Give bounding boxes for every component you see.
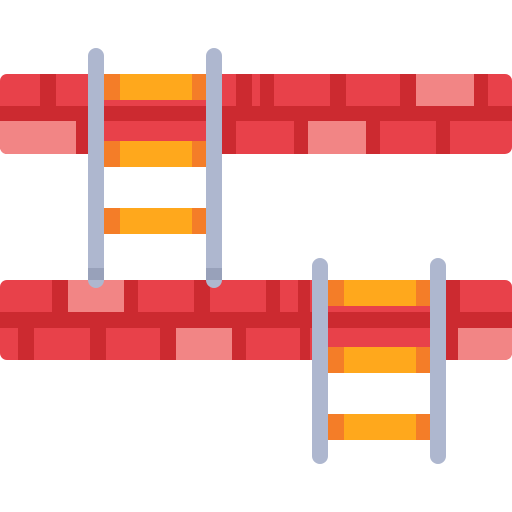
ladder-rung	[104, 208, 208, 234]
ladder-rung	[104, 74, 208, 100]
ladder-rung	[328, 347, 432, 373]
ladder-rail-left	[88, 48, 104, 288]
ladder-rung	[104, 141, 208, 167]
upper-ladder	[88, 48, 222, 288]
ladder-rung	[328, 414, 432, 440]
ladder-rung	[328, 280, 432, 306]
ladder-rail-right	[206, 48, 222, 288]
ladder-rail-right	[430, 258, 446, 464]
upper-brick-wall	[0, 74, 512, 154]
ladder-rail-left	[312, 258, 328, 464]
lower-ladder	[312, 258, 446, 464]
